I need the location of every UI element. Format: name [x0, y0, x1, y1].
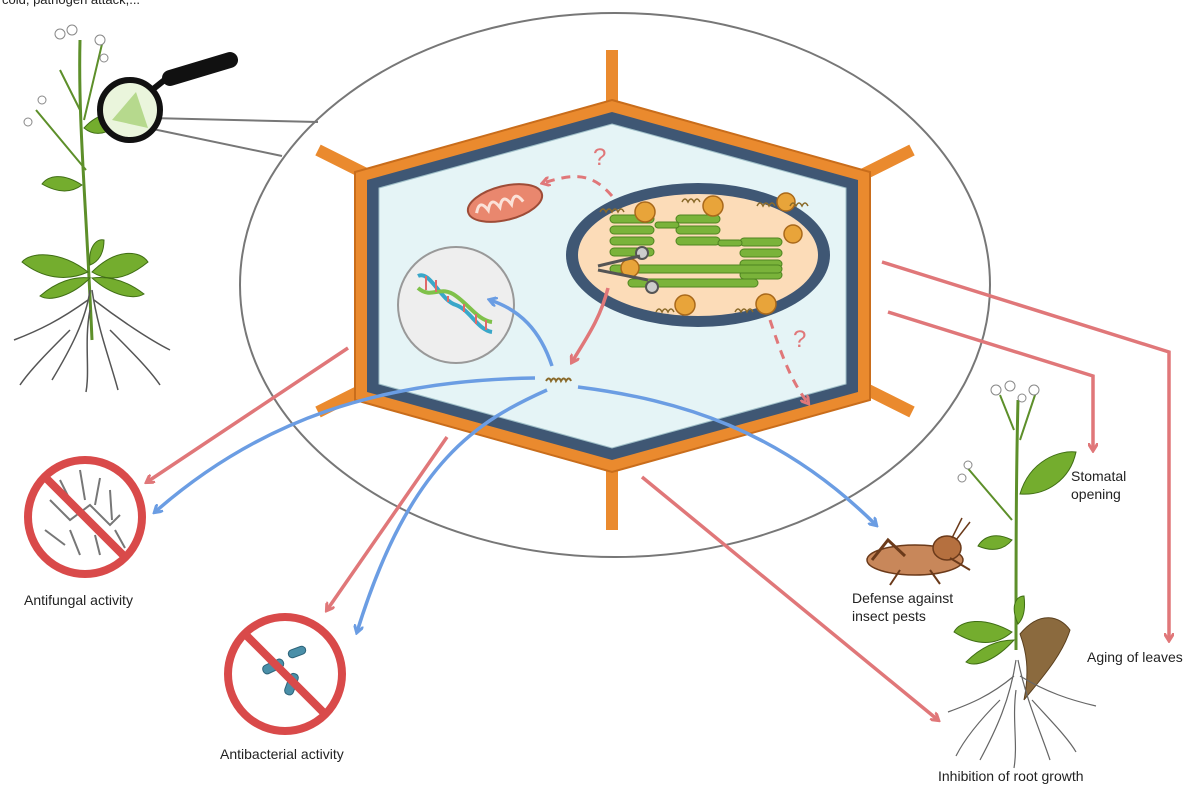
magnifier-icon: [97, 52, 238, 143]
question-mark-top: ?: [593, 144, 606, 171]
plant-bottom-right: [947, 380, 1097, 769]
peptide: [545, 377, 572, 384]
chloroplast: [566, 183, 830, 327]
plant-top-left: [13, 24, 238, 393]
stomatal-label: Stomatal opening: [1071, 467, 1151, 503]
stomatal-label-line1: Stomatal: [1071, 468, 1127, 484]
antibacterial-sign: [224, 613, 346, 735]
antibacterial-label: Antibacterial activity: [220, 746, 344, 762]
aged-leaf: [1019, 617, 1071, 701]
caption: cold, pathogen attack,...: [2, 0, 140, 9]
antifungal-sign: [24, 456, 146, 578]
antifungal-label: Antifungal activity: [24, 592, 133, 608]
stomata-leaf: [1019, 451, 1077, 495]
mitochondrion: [466, 183, 544, 223]
grasshopper-icon: [866, 517, 971, 586]
defense-label: Defense against insect pests: [852, 589, 972, 625]
defense-label-line2: insect pests: [852, 608, 926, 624]
defense-label-line1: Defense against: [852, 590, 954, 606]
root-label: Inhibition of root growth: [938, 768, 1084, 784]
scissors-icon: [597, 246, 659, 294]
stomatal-label-line2: opening: [1071, 486, 1121, 502]
question-mark-bottom: ?: [793, 326, 806, 353]
aging-label: Aging of leaves: [1087, 649, 1183, 665]
nucleus: [397, 246, 515, 364]
